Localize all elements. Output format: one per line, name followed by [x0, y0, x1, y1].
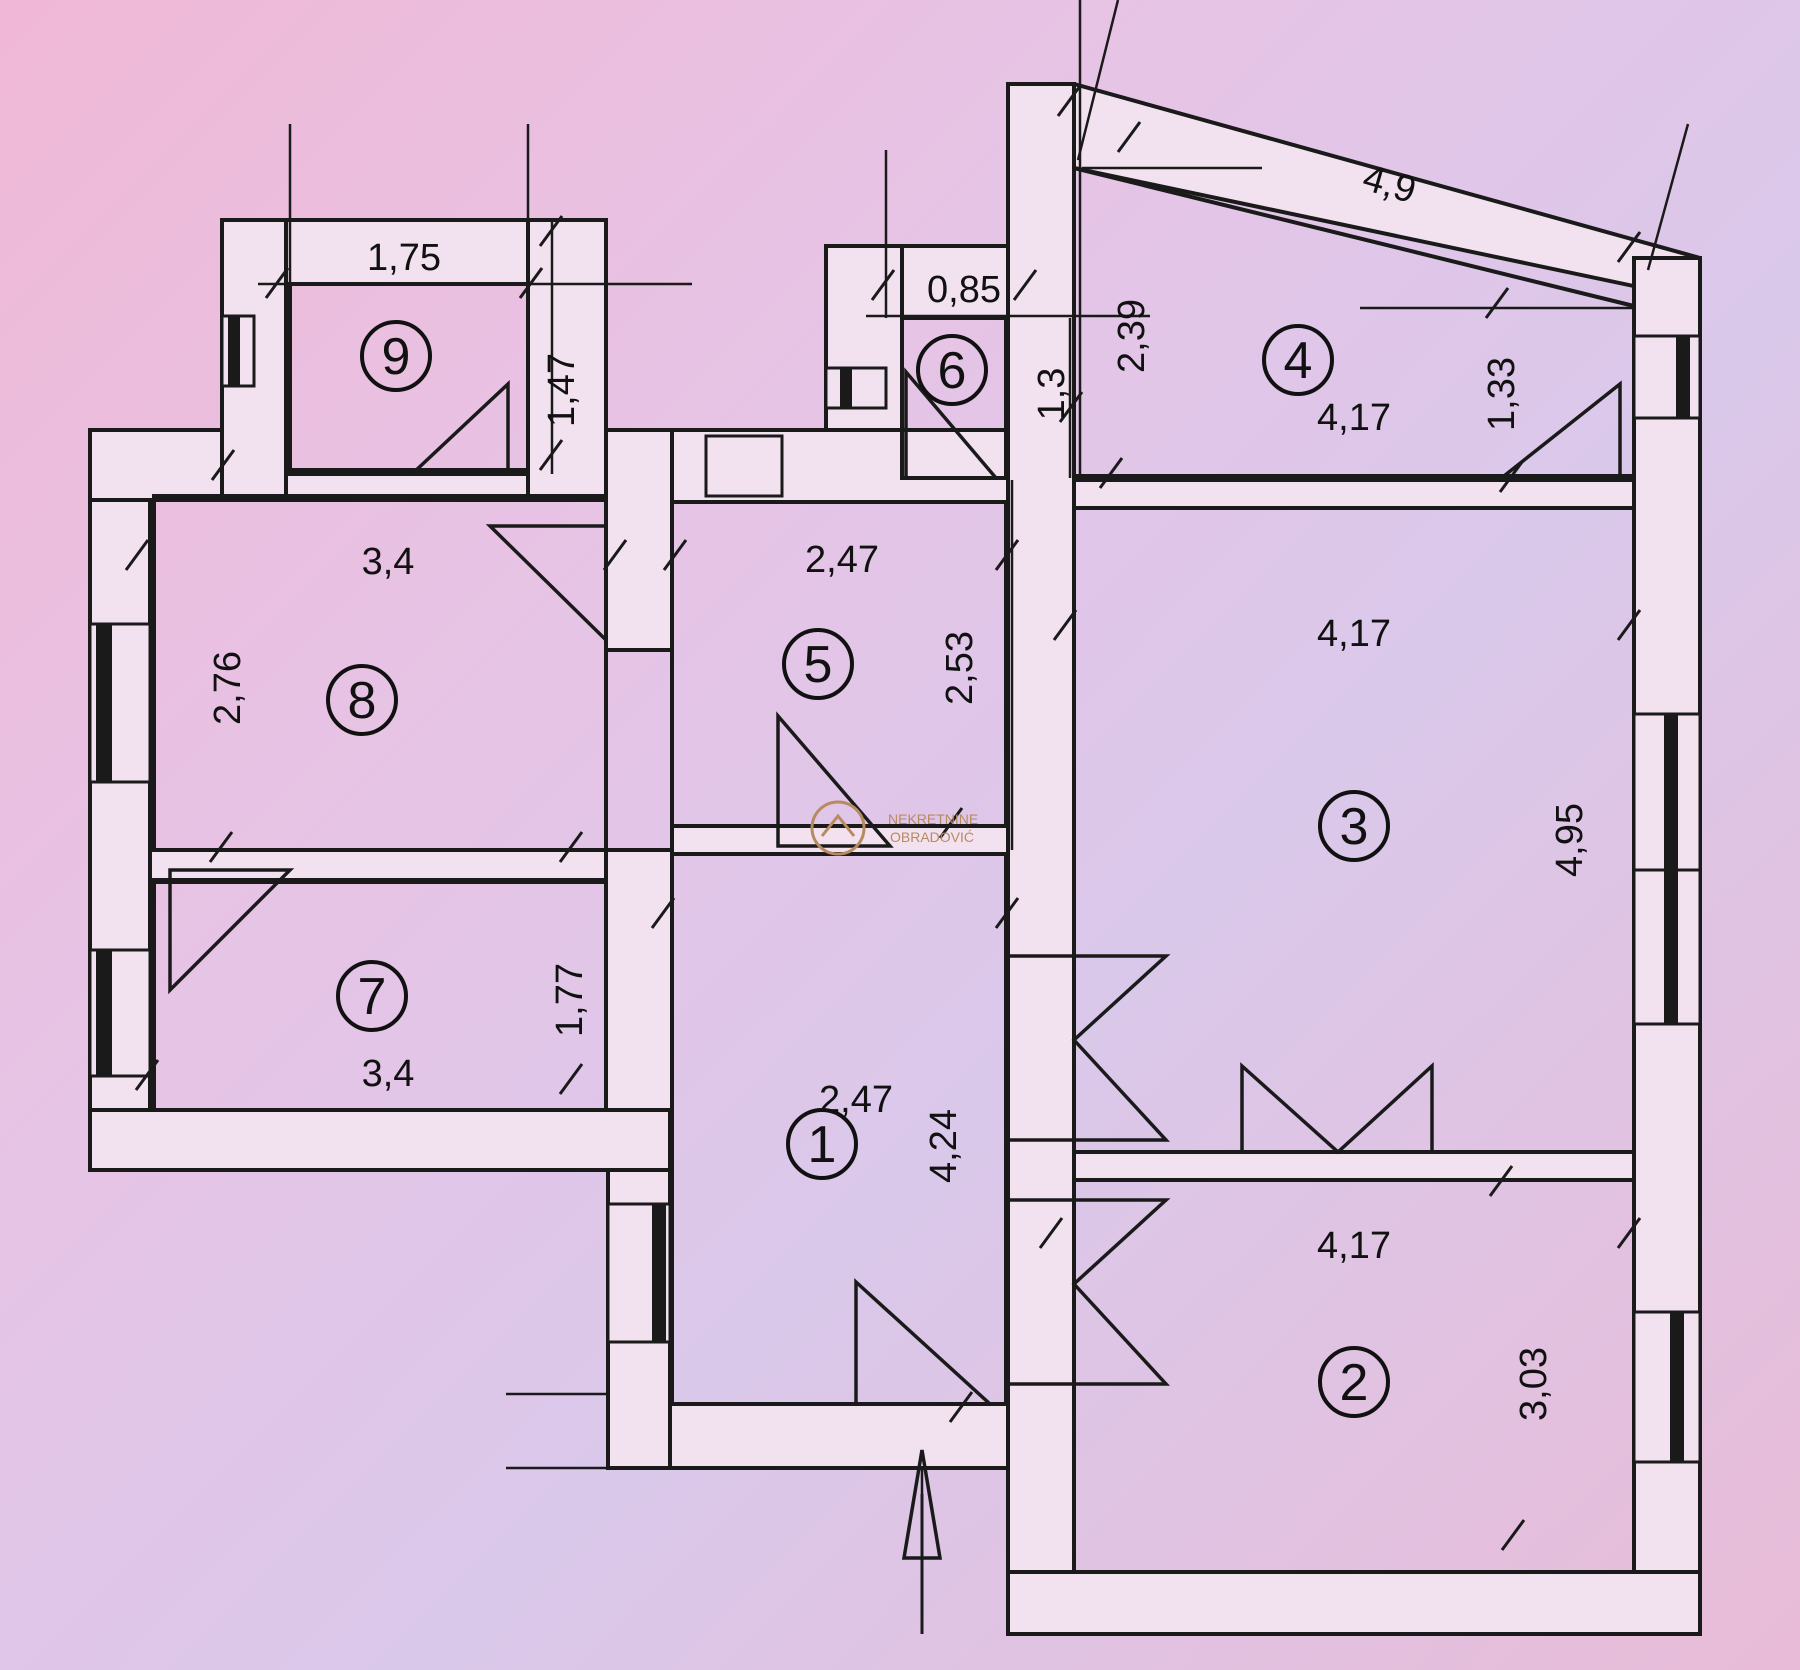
- window-room2-glass: [1670, 1312, 1684, 1462]
- room-2-number: 2: [1340, 1354, 1369, 1412]
- door-room3-left: [1008, 954, 1171, 1142]
- window-room7-glass: [96, 950, 112, 1076]
- window-room9-glass: [228, 316, 240, 386]
- room-numbers: 1 2 3 4 5 6 7 8: [326, 320, 1390, 1418]
- room-8-number: 8: [348, 672, 377, 730]
- room-3-number: 3: [1340, 798, 1369, 856]
- sloped-wall: [1008, 82, 1702, 303]
- room-5-number: 5: [804, 636, 833, 694]
- room-3-length-label: 4,95: [1549, 803, 1591, 877]
- room-7-width-label: 3,4: [362, 1053, 415, 1095]
- window-room2: [1632, 1310, 1702, 1464]
- window-room8-glass: [96, 624, 112, 782]
- windows: [88, 314, 1702, 1464]
- ext-line-slanted: [1076, 0, 1120, 161]
- room-7-marker: 7: [336, 960, 408, 1032]
- room-8-width-label: 3,4: [362, 541, 415, 583]
- partition-3-2: [1072, 1150, 1636, 1182]
- room-5-length-label: 2,53: [939, 631, 981, 705]
- window-room6: [824, 366, 888, 410]
- doors: [168, 367, 1622, 1406]
- room-8-length-label: 2,76: [207, 651, 249, 725]
- room-4-outline: [1072, 165, 1636, 482]
- watermark-line2: OBRADOVIĆ: [890, 829, 974, 845]
- room-9-length-label: 1,47: [541, 353, 583, 427]
- door-entrance: [854, 1278, 995, 1406]
- door-room5: [776, 711, 894, 848]
- room-6-width-label: 0,85: [927, 269, 1001, 311]
- room-1-width-label: 2,47: [819, 1079, 893, 1121]
- partition-7-1: [604, 848, 674, 1112]
- window-room6-glass: [840, 368, 852, 408]
- south-wall-left: [88, 1108, 672, 1172]
- door-room2: [1008, 1198, 1171, 1386]
- room-9-width-label: 1,75: [367, 237, 441, 279]
- partition-8-5: [604, 428, 674, 652]
- room-3-marker: 3: [1318, 790, 1390, 862]
- room-4-number: 4: [1284, 332, 1313, 390]
- south-wall-right: [1006, 1570, 1702, 1636]
- house-logo-icon: [810, 800, 866, 856]
- door-room8: [485, 524, 608, 645]
- ext-line-slanted: [1646, 123, 1690, 271]
- room-4-length-label: 2,39: [1111, 299, 1153, 373]
- room-1-length-label: 4,24: [923, 1109, 965, 1183]
- window-room4-glass: [1676, 336, 1690, 418]
- room-5-outline: [670, 500, 1008, 828]
- window-room4: [1632, 334, 1702, 420]
- room-6-number: 6: [938, 342, 967, 400]
- room-6-marker: 6: [916, 334, 988, 406]
- room-8-marker: 8: [326, 664, 398, 736]
- room-1-marker: 1: [786, 1108, 858, 1180]
- watermark: NEKRETNINE OBRADOVIĆ: [810, 800, 978, 856]
- window-entrance-glass: [652, 1204, 666, 1342]
- room-8-outline: [152, 494, 608, 852]
- room-7-outline: [152, 878, 608, 1112]
- watermark-line1: NEKRETNINE: [888, 811, 978, 827]
- door-room6: [904, 367, 1000, 480]
- partition-5-1: [670, 824, 1010, 856]
- room-4-extra-1-label: 1,33: [1481, 357, 1523, 431]
- dimension-ticks: [124, 85, 1642, 1551]
- door-room3-double: [1240, 1062, 1434, 1155]
- room-2-width-label: 4,17: [1317, 1225, 1391, 1267]
- room-9-number: 9: [382, 328, 411, 386]
- room-9-marker: 9: [360, 320, 432, 392]
- room-5-marker: 5: [782, 628, 854, 700]
- room-3-width-label: 4,17: [1317, 613, 1391, 655]
- room-5-width-label: 2,47: [805, 539, 879, 581]
- tick-marks: [124, 85, 1642, 1551]
- partition-8-7: [148, 848, 608, 884]
- room-7-number: 7: [358, 968, 387, 1026]
- room-6-length-label: 1,3: [1031, 368, 1073, 421]
- door-room4: [1498, 380, 1622, 478]
- door-room7: [168, 868, 295, 995]
- room-4-marker: 4: [1262, 324, 1334, 396]
- room-2-marker: 2: [1318, 1346, 1390, 1418]
- room-1-number: 1: [808, 1116, 837, 1174]
- entrance-arrow-icon: [901, 1449, 943, 1634]
- door-room9: [407, 379, 510, 476]
- room-4-width-label: 4,17: [1317, 397, 1391, 439]
- window-hall: [704, 434, 784, 498]
- room-2-length-label: 3,03: [1513, 1347, 1555, 1421]
- room-outlines: [152, 165, 1636, 1574]
- room-7-length-label: 1,77: [549, 963, 591, 1037]
